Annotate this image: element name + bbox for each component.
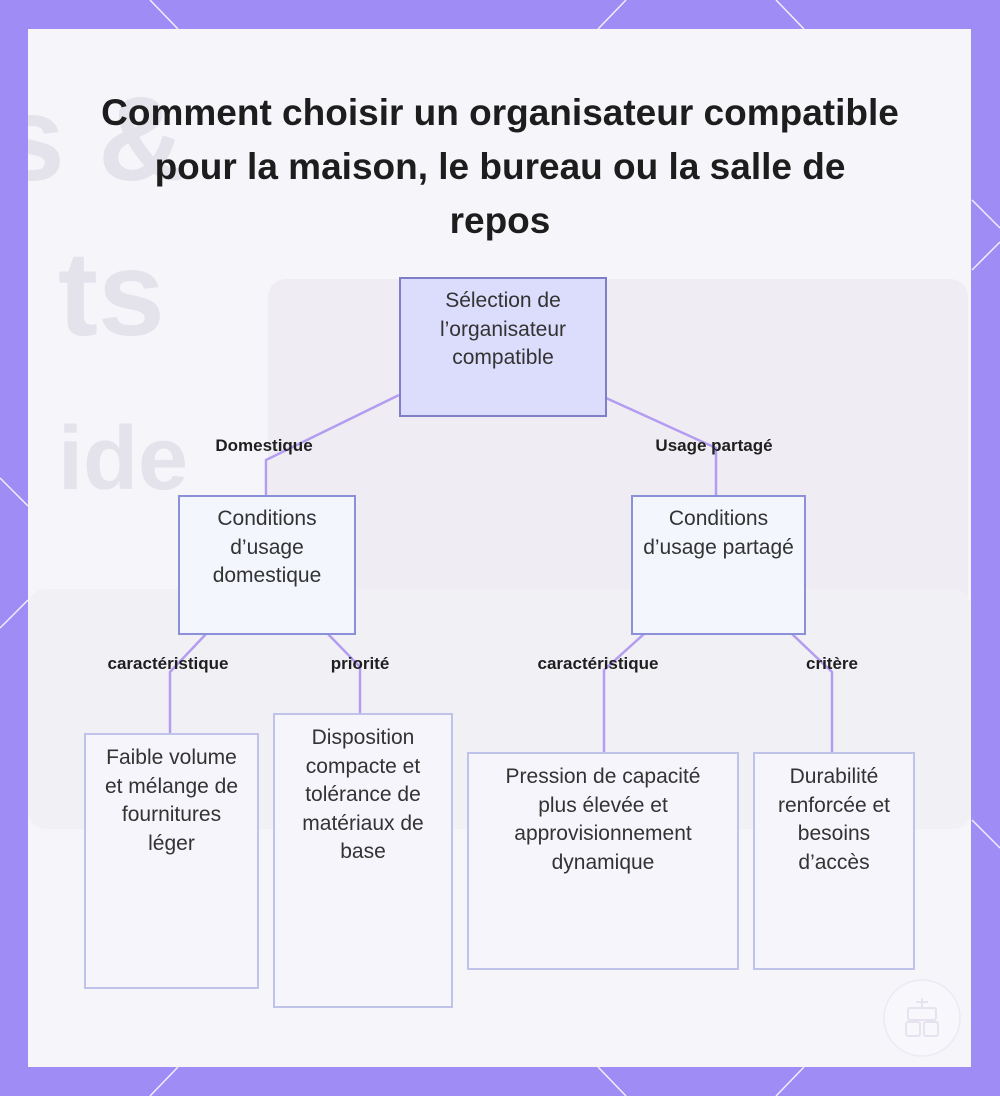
node-low-volume: Faible volume et mélange de fournitures … — [84, 733, 259, 989]
edge-label-critere: critère — [806, 654, 858, 673]
edge-label-caracteristique-right: caractéristique — [537, 654, 659, 673]
page-title: Comment choisir un organisateur compatib… — [101, 92, 899, 241]
edge-root-shared — [605, 396, 718, 495]
edge-shared-capacity — [602, 633, 645, 752]
background-text-ide: ide — [58, 409, 189, 509]
node-compact: Disposition compacte et tolérance de mat… — [273, 713, 453, 1008]
edge-label-priorite: priorité — [330, 654, 390, 673]
node-root: Sélection de l’organisateur compatible — [399, 277, 607, 417]
node-capacity: Pression de capacité plus élevée et appr… — [467, 752, 739, 970]
node-compact-label: Disposition compacte et tolérance de mat… — [302, 726, 424, 864]
brand-logo-icon — [883, 979, 961, 1057]
background-text-amp: s & — [28, 72, 185, 206]
edge-root-domestic — [264, 393, 400, 495]
node-root-label: Sélection de l’organisateur compatible — [439, 289, 567, 370]
node-shared-label: Conditions d’usage partagé — [643, 507, 794, 559]
node-domestic-label: Conditions d’usage domestique — [212, 507, 322, 588]
edge-label-domestique: Domestique — [215, 436, 313, 455]
node-durability: Durabilité renforcée et besoins d’accès — [753, 752, 915, 970]
node-shared: Conditions d’usage partagé — [631, 495, 806, 635]
node-capacity-label: Pression de capacité plus élevée et appr… — [505, 765, 701, 874]
edge-label-usage-partage: Usage partagé — [655, 436, 773, 455]
edge-label-caracteristique-left: caractéristique — [107, 654, 229, 673]
node-domestic: Conditions d’usage domestique — [178, 495, 356, 635]
node-durability-label: Durabilité renforcée et besoins d’accès — [777, 765, 891, 874]
edge-domestic-low-volume — [168, 633, 207, 733]
edge-shared-durability — [791, 633, 834, 752]
edge-domestic-compact — [327, 633, 362, 713]
background-text-ts: ts — [58, 227, 165, 361]
node-low-volume-label: Faible volume et mélange de fournitures … — [104, 746, 239, 855]
